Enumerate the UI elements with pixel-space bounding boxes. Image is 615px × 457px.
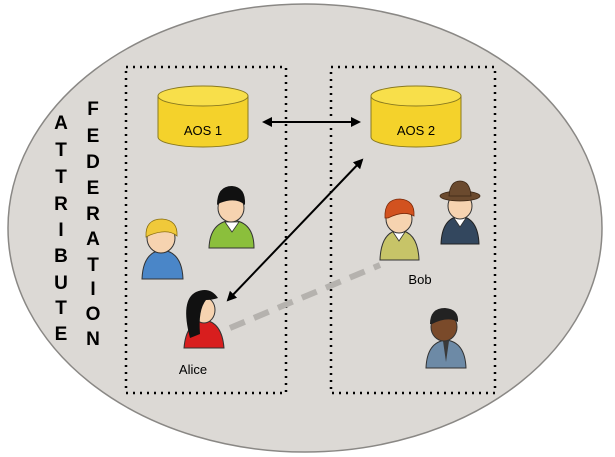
trust-link-dashed <box>228 262 382 331</box>
federation-vertical-label: F E D E R A T I O N <box>86 99 101 350</box>
letter: B <box>54 246 68 267</box>
person-icon <box>425 308 467 369</box>
letter: T <box>55 140 67 161</box>
letter: D <box>86 152 100 173</box>
person-icon <box>208 186 255 249</box>
letter: I <box>90 279 95 300</box>
letter: N <box>86 329 100 350</box>
person-bob: Bob <box>379 198 432 287</box>
letter: T <box>55 167 67 188</box>
person-icon <box>141 218 184 280</box>
letter: F <box>87 99 99 120</box>
person-alice: Alice <box>179 290 225 377</box>
database-aos1: AOS 1 <box>157 85 249 148</box>
letter: T <box>55 298 67 319</box>
letter: O <box>86 304 101 325</box>
access-arrow <box>226 158 364 302</box>
database-label: AOS 2 <box>397 123 435 138</box>
letter: R <box>86 204 100 225</box>
letter: A <box>54 113 68 134</box>
letter: R <box>54 194 68 215</box>
letter: A <box>86 229 100 250</box>
letter: U <box>54 273 68 294</box>
federation-oval <box>7 3 603 453</box>
database-label: AOS 1 <box>184 123 222 138</box>
letter: T <box>87 255 99 276</box>
letter: I <box>58 220 63 241</box>
person-label: Bob <box>408 272 431 287</box>
database-aos2: AOS 2 <box>370 85 462 148</box>
person-label: Alice <box>179 362 207 377</box>
attribute-vertical-label: A T T R I B U T E <box>54 113 68 345</box>
letter: E <box>55 324 68 345</box>
letter: E <box>87 126 100 147</box>
person-hat-icon <box>439 180 481 245</box>
letter: E <box>87 178 100 199</box>
